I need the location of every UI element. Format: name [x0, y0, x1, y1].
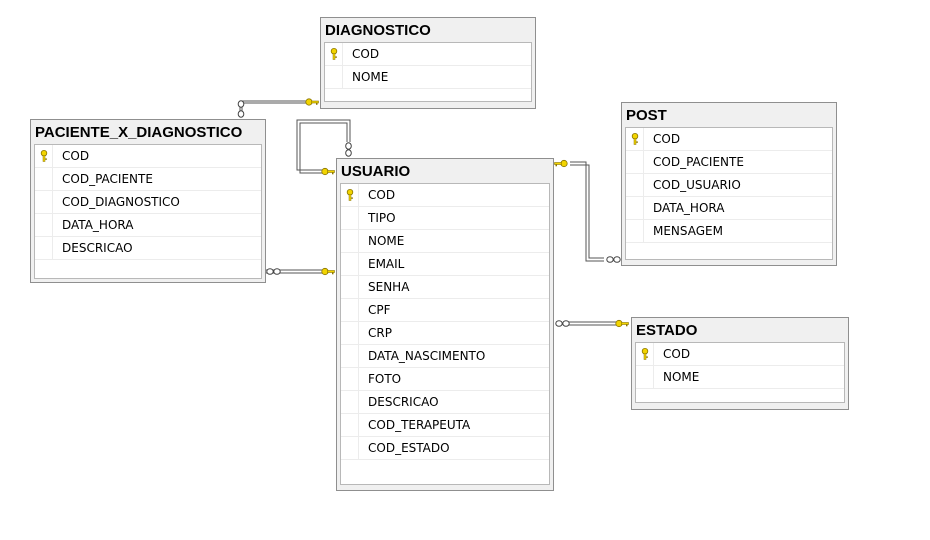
column-row[interactable]: FOTO — [341, 368, 549, 391]
column-row[interactable]: EMAIL — [341, 253, 549, 276]
column-name: NOME — [368, 234, 405, 248]
column-list: COD COD_PACIENTE COD_DIAGNOSTICO DATA_HO… — [34, 144, 262, 279]
column-name: MENSAGEM — [653, 224, 723, 238]
column-row[interactable]: TIPO — [341, 207, 549, 230]
column-row[interactable]: DESCRICAO — [35, 237, 261, 260]
key-icon — [641, 348, 649, 360]
rel-pacdiag-usuario — [266, 267, 335, 276]
column-row[interactable]: CRP — [341, 322, 549, 345]
column-name: FOTO — [368, 372, 402, 386]
rel-pacdiag-diagnostico — [237, 98, 319, 118]
column-row[interactable]: COD — [636, 343, 844, 366]
column-row[interactable]: DESCRICAO — [341, 391, 549, 414]
column-name: COD_ESTADO — [368, 441, 450, 455]
column-name: COD_USUARIO — [653, 178, 741, 192]
rel-post-usuario — [554, 159, 621, 263]
column-name: DESCRICAO — [62, 241, 133, 255]
column-name: NOME — [663, 370, 700, 384]
column-row[interactable]: DATA_HORA — [626, 197, 832, 220]
table-title: DIAGNOSTICO — [325, 22, 431, 39]
column-name: COD_TERAPEUTA — [368, 418, 471, 432]
column-name: COD_DIAGNOSTICO — [62, 195, 180, 209]
key-icon — [346, 189, 354, 201]
column-row[interactable]: COD_ESTADO — [341, 437, 549, 460]
column-name: COD — [653, 132, 681, 146]
column-list: COD NOME — [635, 342, 845, 403]
column-name: NOME — [352, 70, 389, 84]
column-row[interactable]: NOME — [341, 230, 549, 253]
table-usuario[interactable]: USUARIO COD TIPO NOME EMAIL SENHA CPF CR… — [336, 158, 554, 491]
many-end-icon — [266, 268, 274, 275]
table-title: ESTADO — [636, 322, 698, 339]
table-title: PACIENTE_X_DIAGNOSTICO — [35, 124, 243, 141]
one-end-key-icon — [305, 98, 319, 106]
column-row[interactable]: CPF — [341, 299, 549, 322]
column-row[interactable]: DATA_NASCIMENTO — [341, 345, 549, 368]
column-list: COD COD_PACIENTE COD_USUARIO DATA_HORA M… — [625, 127, 833, 260]
key-icon — [40, 150, 48, 162]
column-name: EMAIL — [368, 257, 405, 271]
column-name: DATA_HORA — [653, 201, 725, 215]
key-icon — [330, 48, 338, 60]
table-title: POST — [626, 107, 667, 124]
table-title: USUARIO — [341, 163, 411, 180]
column-name: COD — [663, 347, 691, 361]
column-name: COD_PACIENTE — [653, 155, 744, 169]
column-list: COD NOME — [324, 42, 532, 102]
column-name: TIPO — [368, 211, 396, 225]
column-row[interactable]: COD_USUARIO — [626, 174, 832, 197]
rel-usuario-self — [296, 119, 352, 176]
column-name: COD — [368, 188, 396, 202]
many-end-icon — [237, 100, 245, 108]
column-row[interactable]: COD — [325, 43, 531, 66]
column-name: COD — [352, 47, 380, 61]
column-name: SENHA — [368, 280, 410, 294]
column-row[interactable]: COD — [35, 145, 261, 168]
column-name: DESCRICAO — [368, 395, 439, 409]
one-end-key-icon — [321, 167, 335, 176]
column-name: CRP — [368, 326, 392, 340]
column-row[interactable]: DATA_HORA — [35, 214, 261, 237]
one-end-key-icon — [321, 267, 335, 276]
column-row[interactable]: COD_TERAPEUTA — [341, 414, 549, 437]
one-end-key-icon — [554, 159, 568, 168]
table-diagnostico[interactable]: DIAGNOSTICO COD NOME — [320, 17, 536, 109]
column-row[interactable]: COD_PACIENTE — [626, 151, 832, 174]
column-row[interactable]: COD — [626, 128, 832, 151]
column-row[interactable]: MENSAGEM — [626, 220, 832, 243]
column-row[interactable]: NOME — [636, 366, 844, 389]
column-row[interactable]: COD_PACIENTE — [35, 168, 261, 191]
rel-usuario-estado — [555, 319, 629, 328]
column-list: COD TIPO NOME EMAIL SENHA CPF CRP DATA_N… — [340, 183, 550, 485]
column-name: CPF — [368, 303, 391, 317]
table-post[interactable]: POST COD COD_PACIENTE COD_USUARIO DATA_H… — [621, 102, 837, 266]
column-row[interactable]: SENHA — [341, 276, 549, 299]
column-row[interactable]: COD — [341, 184, 549, 207]
one-end-key-icon — [615, 319, 629, 328]
column-name: COD — [62, 149, 90, 163]
column-name: DATA_NASCIMENTO — [368, 349, 486, 363]
table-paciente-x-diagnostico[interactable]: PACIENTE_X_DIAGNOSTICO COD COD_PACIENTE … — [30, 119, 266, 283]
column-row[interactable]: NOME — [325, 66, 531, 89]
table-estado[interactable]: ESTADO COD NOME — [631, 317, 849, 410]
key-icon — [631, 133, 639, 145]
column-name: COD_PACIENTE — [62, 172, 153, 186]
column-row[interactable]: COD_DIAGNOSTICO — [35, 191, 261, 214]
column-name: DATA_HORA — [62, 218, 134, 232]
